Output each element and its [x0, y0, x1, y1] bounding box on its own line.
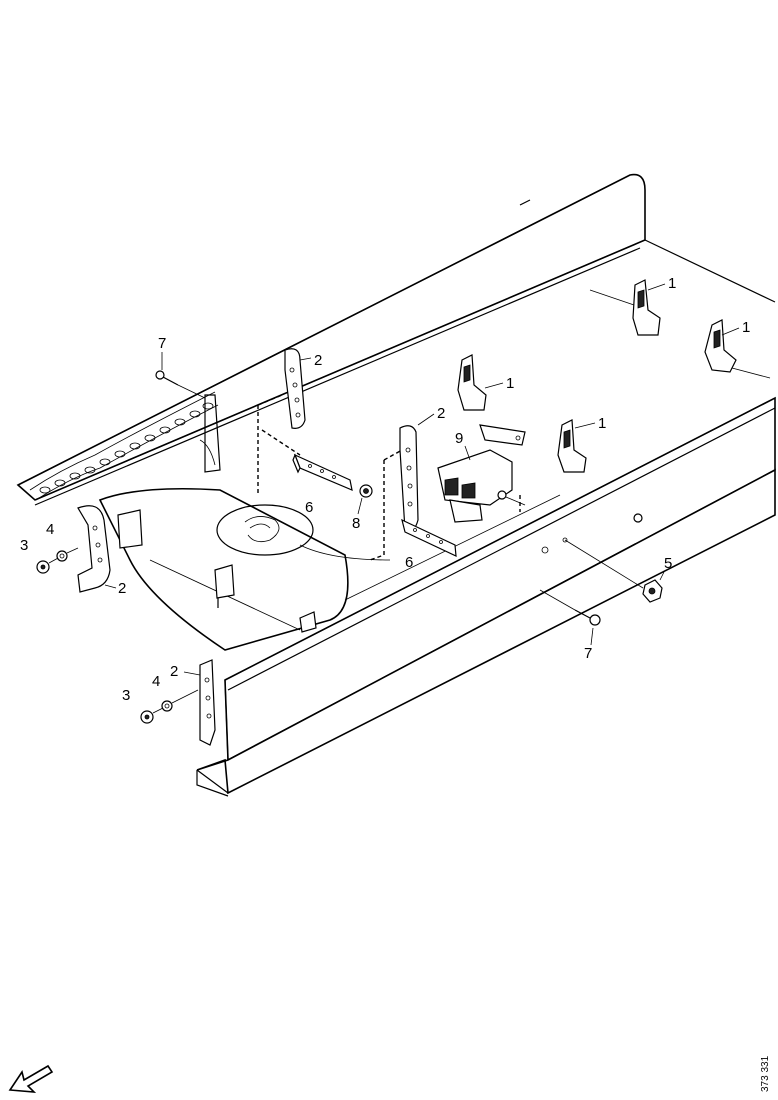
- callout-labels: 1 1 1 1 2 2 2 2 3 3 4 4 5 6 6 7 7 8 9: [20, 275, 750, 704]
- callout-1: 1: [598, 415, 606, 432]
- nut-part-5: [564, 539, 663, 603]
- nut-part-3-b: [140, 706, 166, 724]
- plate-part-6-b: [401, 518, 457, 557]
- washer-part-4-a: [56, 547, 79, 562]
- forward-arrow-icon: [8, 1064, 54, 1093]
- valve-assembly-part-9: [437, 424, 526, 523]
- callout-6: 6: [305, 499, 313, 516]
- frame-rail-upper: [16, 173, 776, 506]
- stud-hole: [562, 537, 568, 543]
- callout-4: 4: [152, 673, 160, 690]
- callout-1: 1: [506, 375, 514, 392]
- assembly-guides: [257, 394, 403, 561]
- strap-part-2-d: [199, 659, 216, 746]
- callout-2: 2: [118, 580, 126, 597]
- stud: [633, 513, 643, 523]
- bracket-part-1-d: [557, 419, 587, 473]
- plate-part-6-a: [292, 453, 353, 491]
- callout-5: 5: [664, 555, 672, 572]
- callout-1: 1: [668, 275, 676, 292]
- stud-hole: [541, 546, 549, 554]
- callout-7: 7: [584, 645, 592, 662]
- callout-2: 2: [437, 405, 445, 422]
- callout-1: 1: [742, 319, 750, 336]
- callout-9: 9: [455, 430, 463, 447]
- callout-2: 2: [170, 663, 178, 680]
- callout-3: 3: [20, 537, 28, 554]
- crossmember: [98, 487, 391, 651]
- callout-3: 3: [122, 687, 130, 704]
- bolt-part-7-b: [539, 589, 601, 626]
- frame-rail-lower: [196, 396, 776, 797]
- bracket-part-1-c: [457, 354, 487, 411]
- reference-number: 373 331: [760, 1055, 771, 1092]
- callout-2: 2: [314, 352, 322, 369]
- nut-part-8: [359, 484, 373, 498]
- bracket-part-1-b: [704, 319, 771, 379]
- strap-part-2-c: [77, 505, 111, 593]
- bracket-part-1-a: [589, 279, 661, 336]
- callout-8: 8: [352, 515, 360, 532]
- strap-part-2-b: [399, 425, 419, 532]
- callout-7: 7: [158, 335, 166, 352]
- rail-perforations: [29, 391, 219, 501]
- callout-4: 4: [46, 521, 54, 538]
- bolt-part-7-a: [155, 370, 206, 399]
- callout-6: 6: [405, 554, 413, 571]
- washer-part-4-b: [161, 689, 199, 712]
- strap-part-2-a: [284, 348, 306, 429]
- nut-part-3-a: [36, 556, 61, 574]
